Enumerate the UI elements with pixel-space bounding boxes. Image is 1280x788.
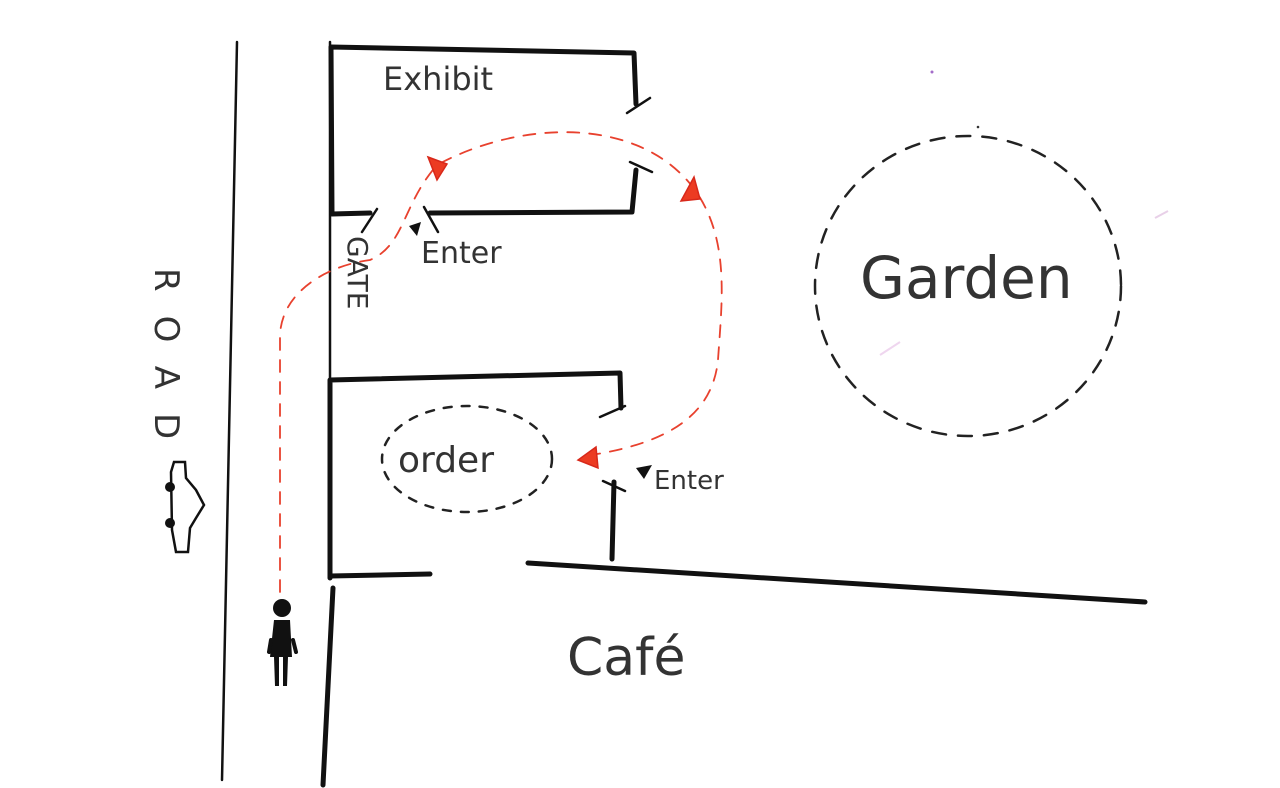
car-icon [165,460,206,554]
enter-exhibit-label: Enter [421,236,502,271]
person-icon [267,599,298,686]
order-area [380,404,554,514]
direction-arrow-icon [679,174,701,202]
enter-order-label: Enter [654,466,724,496]
cafe-left-wall [320,585,336,788]
stray-mark [879,341,901,356]
exhibit-building [328,44,654,234]
gate-label: GATE [341,236,374,309]
garden-label: Garden [860,244,1073,312]
direction-arrow-icon [576,445,599,470]
order-label: order [398,440,494,481]
garden-area [813,134,1123,438]
walking-route [279,131,723,593]
road-label: ROAD [146,268,186,463]
direction-arrow-icon [426,155,449,182]
stray-mark [1154,210,1169,219]
road-edge-left [220,40,239,782]
stray-dot [930,70,934,74]
exhibit-label: Exhibit [383,60,493,98]
enter-marker-icon [636,465,652,479]
enter-marker-icon [409,222,421,236]
order-building [327,370,1148,605]
stray-dot [976,125,980,129]
cafe-label: Café [567,628,685,688]
